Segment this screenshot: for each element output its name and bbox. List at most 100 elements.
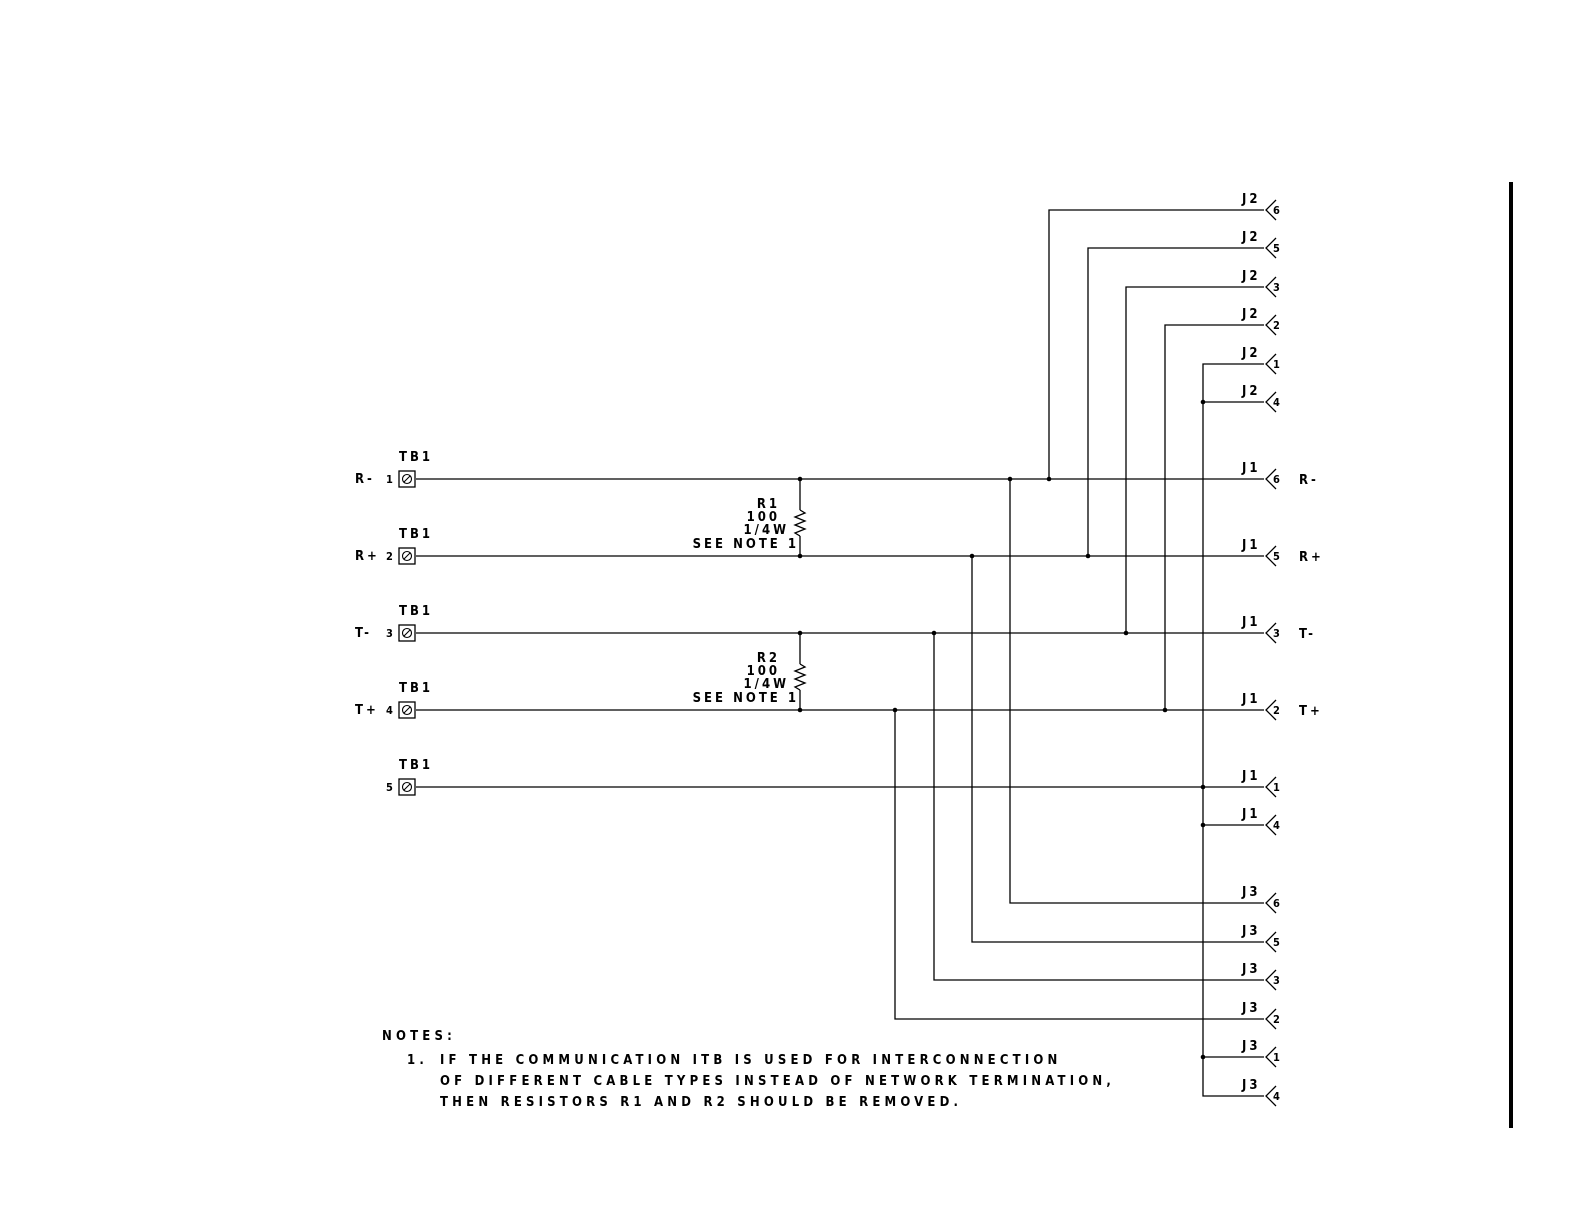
terminal-pin-number: 1 — [386, 473, 393, 486]
connector-pin-j2-3: J2 3 — [1241, 269, 1280, 298]
connector-pin-number: 2 — [1273, 1013, 1280, 1026]
connector-pin-icon — [1265, 814, 1277, 836]
connector-pin-icon — [1265, 892, 1277, 914]
connector-pin-number: 1 — [1273, 781, 1280, 794]
connector-pin-j3-5: J3 5 — [1241, 924, 1280, 953]
connector-pin-j3-6: J3 6 — [1241, 885, 1280, 914]
junction-dot — [892, 707, 898, 713]
connector-pin-j1-1: J1 1 — [1241, 769, 1280, 798]
connector-pin-icon — [1265, 468, 1277, 490]
note-line: OF DIFFERENT CABLE TYPES INSTEAD OF NETW… — [440, 1074, 1115, 1089]
terminal-tb1-5: TB1 5 — [386, 758, 430, 796]
connector-pin-icon — [1265, 1046, 1277, 1068]
connector-signal-label: R+ — [1299, 550, 1324, 565]
resistor-value: 100 — [747, 510, 780, 525]
terminal-screw-slot — [403, 552, 411, 560]
terminal-screw-icon — [401, 627, 413, 639]
terminal-tb1-2: TB1 R+ 2 — [355, 527, 433, 565]
connector-pin-j1-4: J1 4 — [1241, 807, 1280, 836]
connector-j2: J2 6 J2 5 J2 3 J2 2 J2 1 J2 4 — [1241, 192, 1280, 413]
note-number: 1. — [407, 1053, 428, 1068]
junction-dot — [1200, 1054, 1206, 1060]
junction-dot — [1200, 784, 1206, 790]
terminal-pin-number: 5 — [386, 781, 393, 794]
connector-pin-icon — [1265, 776, 1277, 798]
connector-pin-number: 1 — [1273, 358, 1280, 371]
terminal-screw-icon — [401, 704, 413, 716]
connector-pin-icon — [1265, 353, 1277, 375]
resistor-r2-label: R2 100 1/4W SEE NOTE 1 — [693, 651, 796, 706]
connector-pin-number: 4 — [1273, 396, 1280, 409]
connector-label: J1 — [1241, 807, 1261, 822]
terminal-signal-label: T+ — [355, 703, 379, 718]
terminal-screw-slot — [403, 475, 411, 483]
connector-pin-j1-3: J1 3 T- — [1241, 615, 1316, 644]
junction-dots — [797, 399, 1206, 1060]
connector-pin-j2-2: J2 2 — [1241, 307, 1280, 336]
resistor-value: 100 — [747, 664, 780, 679]
terminal-pin-number: 2 — [386, 550, 393, 563]
connector-pin-icon — [1265, 237, 1277, 259]
junction-dot — [969, 553, 975, 559]
connector-label: J1 — [1241, 461, 1261, 476]
connector-label: J2 — [1241, 307, 1261, 322]
connector-signal-label: T+ — [1299, 704, 1323, 719]
connector-label: J3 — [1241, 1078, 1261, 1093]
junction-dot — [797, 707, 803, 713]
connector-pin-number: 3 — [1273, 974, 1280, 987]
wire-j3-2 — [894, 710, 1264, 1020]
terminal-screw-slot — [403, 783, 411, 791]
connector-pin-icon — [1265, 276, 1277, 298]
connector-label: J2 — [1241, 384, 1261, 399]
connector-pin-j1-2: J1 2 T+ — [1241, 692, 1323, 721]
connector-signal-label: R- — [1299, 473, 1319, 488]
terminal-tb1-1: TB1 R- 1 — [355, 450, 433, 488]
terminal-signal-label: R- — [355, 472, 375, 487]
connector-label: J1 — [1241, 769, 1261, 784]
connector-pin-icon — [1265, 931, 1277, 953]
wire-j3-5 — [971, 556, 1264, 943]
wiring — [416, 209, 1264, 1097]
junction-dot — [1162, 707, 1168, 713]
terminal-tb-label: TB1 — [399, 681, 433, 696]
resistor-ref: R1 — [757, 497, 780, 512]
connector-pin-j3-1: J3 1 — [1241, 1039, 1280, 1068]
junction-dot — [797, 476, 803, 482]
terminal-tb-label: TB1 — [399, 450, 433, 465]
connector-pin-icon — [1265, 314, 1277, 336]
connector-label: J1 — [1241, 538, 1261, 553]
wire-j2-6 — [1048, 209, 1264, 479]
drawing-border-bar — [1509, 182, 1513, 1128]
connector-label: J3 — [1241, 1039, 1261, 1054]
connector-pin-number: 5 — [1273, 242, 1280, 255]
terminal-pin-number: 4 — [386, 704, 393, 717]
connector-pin-j2-5: J2 5 — [1241, 230, 1280, 259]
connector-pin-j2-6: J2 6 — [1241, 192, 1280, 221]
wire-j2-3 — [1125, 286, 1264, 633]
connector-pin-j1-5: J1 5 R+ — [1241, 538, 1324, 567]
connector-pin-j3-4: J3 4 — [1241, 1078, 1280, 1107]
connector-j1: J1 6 R- J1 5 R+ J1 3 T- J1 2 T+ J1 1 — [1241, 461, 1324, 836]
connector-j3: J3 6 J3 5 J3 3 J3 2 J3 1 J3 4 — [1241, 885, 1280, 1107]
connector-pin-number: 3 — [1273, 627, 1280, 640]
junction-dot — [797, 553, 803, 559]
resistor-r1-label: R1 100 1/4W SEE NOTE 1 — [693, 497, 796, 552]
wire-j2-5 — [1087, 247, 1264, 556]
notes-block: NOTES: 1. IF THE COMMUNICATION ITB IS US… — [382, 1029, 1115, 1110]
terminal-signal-label: T- — [355, 626, 372, 641]
wire-j3-6 — [1009, 479, 1264, 904]
junction-dot — [1200, 399, 1206, 405]
connector-signal-label: T- — [1299, 627, 1316, 642]
terminal-tb1-4: TB1 T+ 4 — [355, 681, 433, 719]
resistor-r2-symbol — [793, 663, 807, 691]
connector-label: J2 — [1241, 269, 1261, 284]
wire-common-vertical — [1202, 363, 1264, 1097]
connector-label: J2 — [1241, 346, 1261, 361]
connector-pin-j2-1: J2 1 — [1241, 346, 1280, 375]
terminal-screw-icon — [401, 473, 413, 485]
connector-pin-icon — [1265, 622, 1277, 644]
terminal-tb-label: TB1 — [399, 527, 433, 542]
wire-j3-3 — [933, 633, 1264, 981]
connector-pin-icon — [1265, 1008, 1277, 1030]
